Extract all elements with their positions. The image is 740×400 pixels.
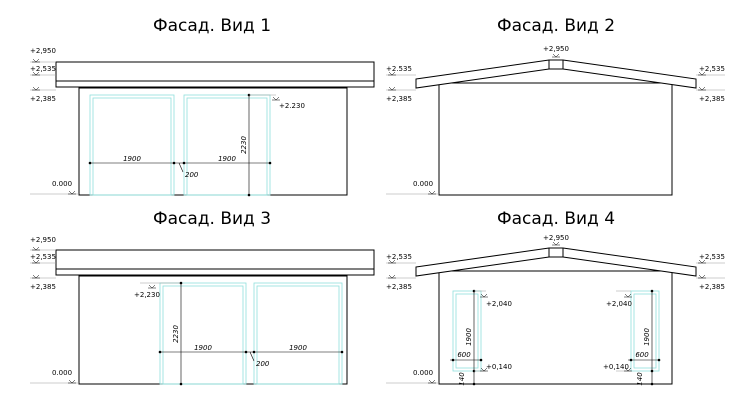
- view-4-level-right-top: +2,535: [699, 253, 725, 261]
- view-4-level-sill-right: +0,140: [603, 363, 629, 371]
- view-1-level-window-head: +2.230: [279, 102, 305, 110]
- view-3-window-right: [253, 282, 343, 385]
- view-4-level-ridge: +2,950: [543, 234, 569, 242]
- view-2-title: Фасад. Вид 2: [497, 16, 615, 36]
- view-2-level-right-bottom: +2,385: [699, 95, 725, 103]
- view-3-dim-width-right: 1900: [289, 344, 307, 352]
- view-4-level-head-right: +2,040: [606, 300, 632, 308]
- view-1-wall: [78, 87, 348, 196]
- view-3-roof-top: [55, 249, 375, 270]
- view-4-level-right-bottom: +2,385: [699, 283, 725, 291]
- view-4-level-head-left: +2,040: [486, 300, 512, 308]
- view-3-level-ground: 0.000: [52, 369, 72, 377]
- view-1-level-ridge: +2,950: [30, 47, 56, 55]
- view-1-dim-gap: 200: [185, 171, 199, 179]
- view-4-title: Фасад. Вид 4: [497, 209, 615, 229]
- view-4-dim-height-left: 1900: [465, 328, 473, 346]
- facade-view-2: Фасад. Вид 2 +2,950 +2.535 +2,385 +2,535…: [386, 16, 725, 196]
- view-1-window-left: [89, 94, 175, 196]
- view-4-wall: [438, 270, 673, 385]
- facade-view-4: Фасад. Вид 4 +2,950 +2,535 +2,385 +2,535…: [386, 209, 725, 386]
- view-1-roof-top: [55, 61, 375, 82]
- view-1-level-roof-top: +2,535: [30, 65, 56, 73]
- view-3-dim-height: 2230: [172, 325, 180, 343]
- view-3-roof-fascia: [55, 268, 375, 276]
- view-1-window-right: [183, 94, 271, 196]
- view-1-dim-width-right: 1900: [218, 155, 236, 163]
- view-4-dim-sill-height-right: 140: [636, 372, 644, 386]
- view-3-level-roof-bottom: +2,385: [30, 283, 56, 291]
- view-4-level-sill-left: +0,140: [486, 363, 512, 371]
- view-2-level-right-top: +2,535: [699, 65, 725, 73]
- view-4-level-left-top: +2,535: [386, 253, 412, 261]
- view-4-window-right: [630, 290, 660, 372]
- view-4-level-ground: 0.000: [413, 369, 433, 377]
- view-1-level-roof-bottom: +2,385: [30, 95, 56, 103]
- view-1-dim-width-left: 1900: [123, 155, 141, 163]
- view-2-level-left-top: +2.535: [386, 65, 412, 73]
- view-4-dim-sill-height-left: 140: [458, 372, 466, 386]
- facade-view-1: Фасад. Вид 1 +2,950 +2,535 +2,385 0.000: [30, 16, 375, 197]
- view-3-dim-gap: 200: [256, 360, 270, 368]
- view-1-title: Фасад. Вид 1: [153, 16, 271, 36]
- view-4-level-left-bottom: +2,385: [386, 283, 412, 291]
- view-3-level-window-head: +2,230: [134, 291, 160, 299]
- view-3-wall: [78, 275, 348, 385]
- view-2-level-left-bottom: +2,385: [386, 95, 412, 103]
- view-4-window-left: [452, 290, 482, 372]
- view-4-dim-height-right: 1900: [643, 328, 651, 346]
- view-4-gable-roof: [415, 247, 697, 277]
- view-2-level-ridge: +2,950: [543, 45, 569, 53]
- view-4-dim-width-left: 600: [457, 351, 471, 359]
- view-3-title: Фасад. Вид 3: [153, 209, 271, 229]
- view-4-dim-width-right: 600: [635, 351, 649, 359]
- view-1-roof-fascia: [55, 80, 375, 88]
- view-2-gable-roof: [415, 59, 697, 89]
- facade-view-3: Фасад. Вид 3 +2,950 +2,535 +2,385 0.000 …: [30, 209, 375, 386]
- view-3-level-ridge: +2,950: [30, 236, 56, 244]
- view-2-wall: [438, 82, 673, 196]
- view-3-window-left: [159, 282, 247, 385]
- view-1-level-ground: 0.000: [52, 180, 72, 188]
- view-3-level-roof-top: +2,535: [30, 253, 56, 261]
- view-1-dim-height: 2230: [240, 136, 248, 154]
- view-3-dim-width-left: 1900: [194, 344, 212, 352]
- view-2-level-ground: 0.000: [413, 180, 433, 188]
